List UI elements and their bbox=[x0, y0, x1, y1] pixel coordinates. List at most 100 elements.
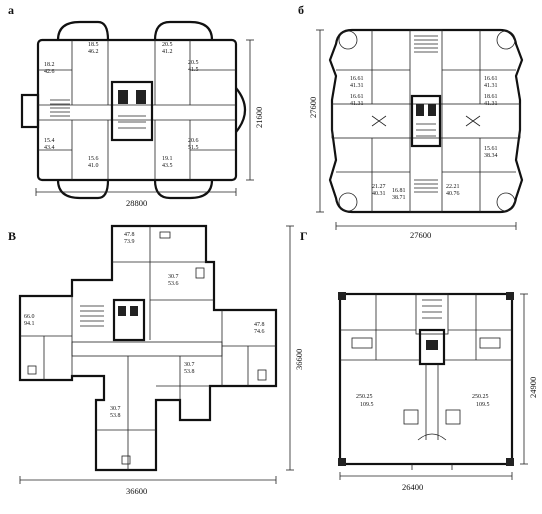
svg-text:19.1: 19.1 bbox=[162, 156, 173, 162]
svg-text:15.61: 15.61 bbox=[484, 146, 498, 152]
svg-text:47.8: 47.8 bbox=[254, 322, 265, 328]
plan-b-height-dim: 27600 bbox=[308, 97, 318, 118]
svg-text:22.21: 22.21 bbox=[446, 184, 460, 190]
svg-text:43.5: 43.5 bbox=[162, 163, 173, 169]
plan-a-room-total: 51.5 bbox=[188, 145, 199, 151]
plan-v-room-area: 30.7 bbox=[184, 362, 195, 368]
svg-text:16.61: 16.61 bbox=[484, 76, 498, 82]
svg-text:74.6: 74.6 bbox=[254, 329, 265, 335]
svg-text:41.31: 41.31 bbox=[350, 83, 364, 89]
svg-text:15.6: 15.6 bbox=[88, 156, 99, 162]
svg-text:20.6: 20.6 bbox=[188, 138, 199, 144]
plan-v-outline bbox=[18, 224, 278, 472]
plan-v-room-total: 53.6 bbox=[168, 281, 179, 287]
plan-a-label: а bbox=[8, 3, 14, 17]
plan-b: б bbox=[298, 3, 524, 240]
plan-g-room-total: 109.5 bbox=[476, 402, 490, 408]
plan-b-room-area: 15.61 bbox=[484, 146, 498, 152]
svg-text:41.5: 41.5 bbox=[188, 67, 199, 73]
plan-a-room-total: 41.0 bbox=[88, 163, 99, 169]
plan-v-label: В bbox=[8, 229, 16, 243]
svg-text:18.2: 18.2 bbox=[44, 62, 55, 68]
svg-text:41.0: 41.0 bbox=[88, 163, 99, 169]
plan-g-room-area: 250.25 bbox=[472, 394, 489, 400]
plan-v-room-total: 53.8 bbox=[184, 369, 195, 375]
svg-text:66.0: 66.0 bbox=[24, 314, 35, 320]
plan-v-room-total: 53.8 bbox=[110, 413, 121, 419]
plan-b-outline bbox=[328, 28, 524, 214]
svg-text:41.2: 41.2 bbox=[162, 49, 173, 55]
svg-text:250.25: 250.25 bbox=[356, 394, 373, 400]
svg-text:73.9: 73.9 bbox=[124, 239, 135, 245]
plan-v-room-area: 47.8 bbox=[254, 322, 265, 328]
plan-v-room-total: 73.9 bbox=[124, 239, 135, 245]
svg-text:30.7: 30.7 bbox=[168, 274, 179, 280]
svg-text:94.1: 94.1 bbox=[24, 321, 35, 327]
plan-b-room-area: 22.21 bbox=[446, 184, 460, 190]
plan-v: В bbox=[8, 224, 304, 496]
plan-a-room-area: 18.2 bbox=[44, 62, 55, 68]
svg-text:16.61: 16.61 bbox=[350, 76, 364, 82]
svg-text:109.5: 109.5 bbox=[360, 402, 374, 408]
plan-v-room-area: 66.0 bbox=[24, 314, 35, 320]
plan-a-room-labels: 18.2 42.6 18.5 46.2 20.5 41.2 20.5 41.5 … bbox=[44, 42, 199, 169]
plan-g-width-dim: 26400 bbox=[402, 482, 423, 492]
plan-b-room-area: 16.61 bbox=[484, 76, 498, 82]
plan-a-width-dim: 28800 bbox=[126, 198, 147, 208]
svg-text:30.7: 30.7 bbox=[110, 406, 121, 412]
plan-v-room-area: 30.7 bbox=[168, 274, 179, 280]
plan-b-room-total: 41.31 bbox=[350, 101, 364, 107]
svg-text:40.76: 40.76 bbox=[446, 191, 460, 197]
plan-b-room-labels: 16.61 41.31 16.61 41.31 16.61 41.31 18.6… bbox=[350, 76, 498, 201]
plan-b-room-area: 18.61 bbox=[484, 94, 498, 100]
svg-text:109.5: 109.5 bbox=[476, 402, 490, 408]
svg-text:16.61: 16.61 bbox=[350, 94, 364, 100]
plan-v-dimensions: 36600 36600 bbox=[19, 225, 304, 496]
plan-b-label: б bbox=[298, 3, 304, 17]
plan-b-room-area: 21.27 bbox=[372, 184, 386, 190]
plan-a-room-area: 15.4 bbox=[44, 138, 55, 144]
plan-b-room-total: 40.31 bbox=[372, 191, 386, 197]
svg-text:16.81: 16.81 bbox=[392, 188, 406, 194]
svg-text:20.5: 20.5 bbox=[188, 60, 199, 66]
svg-text:41.31: 41.31 bbox=[484, 83, 498, 89]
plan-a-room-total: 46.2 bbox=[88, 49, 99, 55]
svg-text:43.4: 43.4 bbox=[44, 145, 55, 151]
plan-b-room-total: 41.31 bbox=[484, 101, 498, 107]
plan-a-outline bbox=[20, 20, 247, 200]
svg-text:21.27: 21.27 bbox=[372, 184, 386, 190]
plan-v-room-area: 47.8 bbox=[124, 232, 135, 238]
plan-a-dimensions: 28800 21600 bbox=[35, 39, 264, 208]
plan-b-room-area: 16.61 bbox=[350, 94, 364, 100]
plan-v-width-dim: 36600 bbox=[126, 486, 147, 496]
svg-text:53.6: 53.6 bbox=[168, 281, 179, 287]
svg-text:41.31: 41.31 bbox=[484, 101, 498, 107]
plan-v-height-dim: 36600 bbox=[294, 349, 304, 370]
plan-g-outline bbox=[338, 292, 514, 470]
svg-text:18.5: 18.5 bbox=[88, 42, 99, 48]
plan-a-room-total: 43.4 bbox=[44, 145, 55, 151]
plan-b-room-total: 41.31 bbox=[350, 83, 364, 89]
plan-b-room-total: 38.71 bbox=[392, 195, 406, 201]
svg-text:250.25: 250.25 bbox=[472, 394, 489, 400]
plan-a-room-area: 20.5 bbox=[188, 60, 199, 66]
plan-a-room-area: 19.1 bbox=[162, 156, 173, 162]
plan-a-room-area: 20.6 bbox=[188, 138, 199, 144]
plan-a-height-dim: 21600 bbox=[254, 107, 264, 128]
svg-text:40.31: 40.31 bbox=[372, 191, 386, 197]
plan-b-room-total: 40.76 bbox=[446, 191, 460, 197]
plan-a: а bbox=[8, 3, 264, 208]
svg-text:18.61: 18.61 bbox=[484, 94, 498, 100]
plan-g-room-area: 250.25 bbox=[356, 394, 373, 400]
plan-g: Г bbox=[300, 229, 538, 492]
plan-v-room-total: 94.1 bbox=[24, 321, 35, 327]
plan-b-room-total: 41.31 bbox=[484, 83, 498, 89]
svg-text:30.7: 30.7 bbox=[184, 362, 195, 368]
plan-g-room-total: 109.5 bbox=[360, 402, 374, 408]
plan-b-dimensions: 27600 27600 bbox=[308, 29, 517, 240]
plan-a-room-total: 42.6 bbox=[44, 69, 55, 75]
plan-v-room-total: 74.6 bbox=[254, 329, 265, 335]
plan-b-room-area: 16.61 bbox=[350, 76, 364, 82]
plan-b-room-total: 38.34 bbox=[484, 153, 498, 159]
